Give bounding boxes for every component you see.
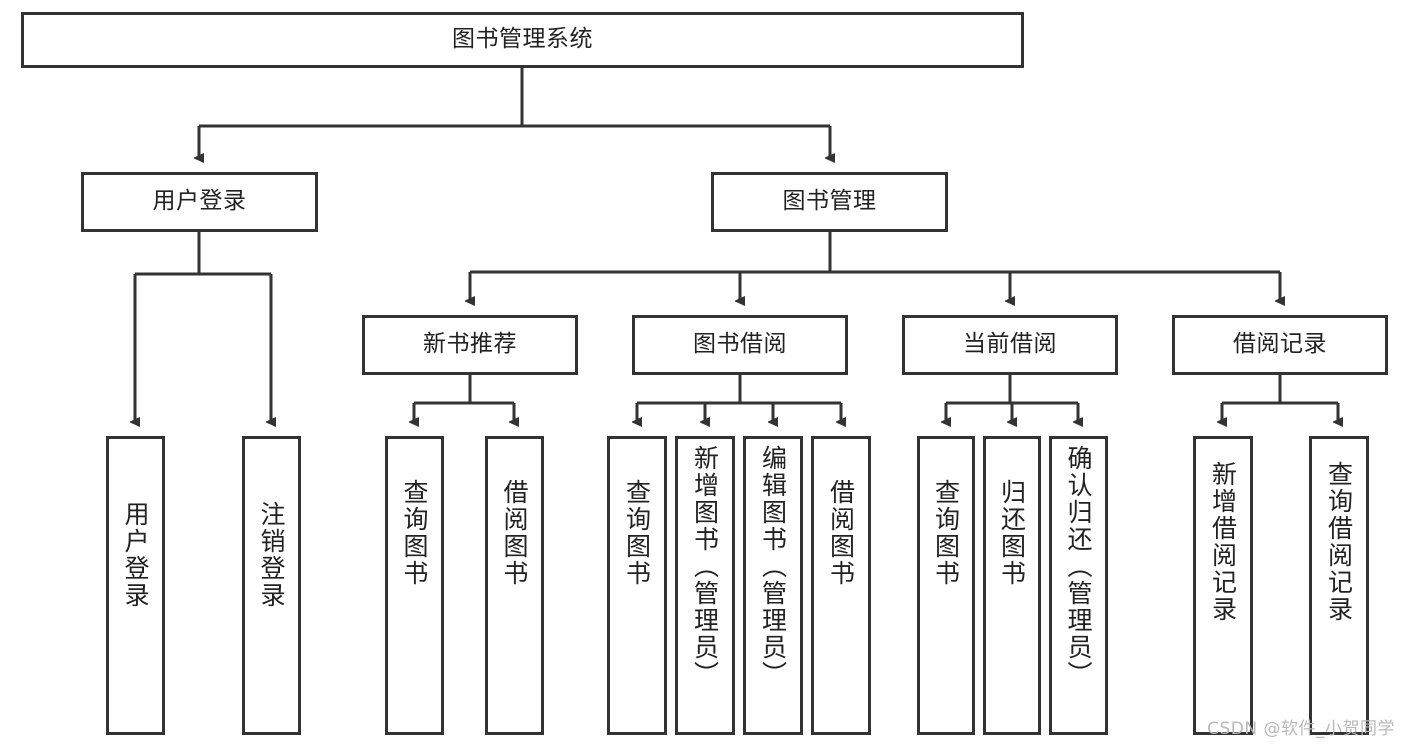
node-label: 图书管理系统 xyxy=(452,26,593,53)
node-label: 图书借阅 xyxy=(693,331,787,358)
node-label: 新增图书（管理员） xyxy=(690,445,720,688)
node-label: 新书推荐 xyxy=(423,331,517,358)
node-label: 当前借阅 xyxy=(963,331,1057,358)
node-label: 新增借阅记录 xyxy=(1208,461,1238,623)
node-label: 借阅记录 xyxy=(1233,331,1327,358)
leaf-borrow-book-recommend[interactable]: 借阅图书 xyxy=(485,436,544,735)
node-label: 查询图书 xyxy=(400,479,429,587)
leaf-add-book-admin[interactable]: 新增图书（管理员） xyxy=(675,436,735,735)
node-new-book-recommend[interactable]: 新书推荐 xyxy=(362,315,578,375)
node-borrow-record[interactable]: 借阅记录 xyxy=(1172,315,1388,375)
node-label: 借阅图书 xyxy=(500,479,529,587)
node-book-borrow[interactable]: 图书借阅 xyxy=(632,315,848,375)
leaf-query-borrow-record[interactable]: 查询借阅记录 xyxy=(1309,436,1369,735)
node-label: 用户登录 xyxy=(121,501,150,609)
leaf-user-login[interactable]: 用户登录 xyxy=(106,436,165,735)
leaf-borrow-book[interactable]: 借阅图书 xyxy=(811,436,871,735)
node-label: 归还图书 xyxy=(997,479,1027,587)
node-user-login[interactable]: 用户登录 xyxy=(81,172,318,232)
leaf-query-book-recommend[interactable]: 查询图书 xyxy=(385,436,444,735)
node-label: 查询图书 xyxy=(931,479,961,587)
leaf-add-borrow-record[interactable]: 新增借阅记录 xyxy=(1193,436,1253,735)
leaf-return-book[interactable]: 归还图书 xyxy=(983,436,1041,735)
node-current-borrow[interactable]: 当前借阅 xyxy=(902,315,1118,375)
node-label: 确认归还（管理员） xyxy=(1064,445,1093,688)
node-label: 借阅图书 xyxy=(826,479,856,587)
node-label: 注销登录 xyxy=(257,501,286,609)
leaf-confirm-return-admin[interactable]: 确认归还（管理员） xyxy=(1049,436,1108,735)
node-book-management-system[interactable]: 图书管理系统 xyxy=(21,12,1024,68)
leaf-edit-book-admin[interactable]: 编辑图书（管理员） xyxy=(743,436,803,735)
node-label: 图书管理 xyxy=(782,188,877,215)
node-book-management[interactable]: 图书管理 xyxy=(711,172,948,232)
leaf-query-book-current[interactable]: 查询图书 xyxy=(917,436,975,735)
leaf-query-book-borrow[interactable]: 查询图书 xyxy=(607,436,667,735)
node-label: 编辑图书（管理员） xyxy=(758,445,788,688)
node-label: 用户登录 xyxy=(152,188,247,215)
node-label: 查询图书 xyxy=(622,479,652,587)
watermark-text: CSDN @软件_小贺同学 xyxy=(1207,719,1395,739)
node-label: 查询借阅记录 xyxy=(1324,461,1354,623)
leaf-logout[interactable]: 注销登录 xyxy=(242,436,301,735)
